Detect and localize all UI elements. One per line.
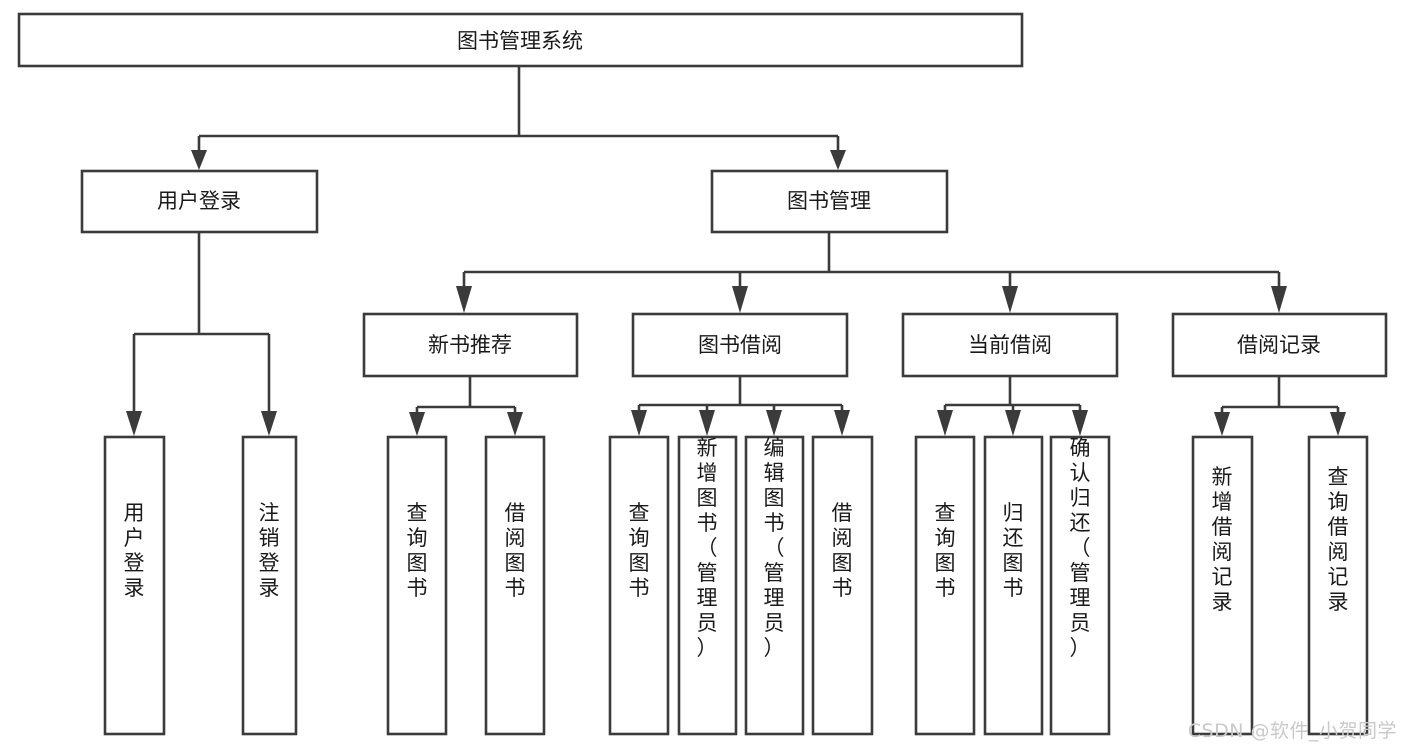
- node-book-management-label: 图书管理: [787, 189, 871, 213]
- connector-group: [126, 66, 1346, 436]
- leaf-query-book-2[interactable]: 查询图书: [608, 435, 670, 736]
- node-borrow-records-label: 借阅记录: [1237, 333, 1321, 357]
- leaf-user-login[interactable]: 用户登录: [103, 435, 166, 736]
- arrow-bookmgmt-borrow: [732, 286, 748, 313]
- leaf-query-book-3-label: 查询图书: [935, 501, 956, 600]
- arrow-borrow-leaf-2: [699, 410, 715, 436]
- node-current-borrow[interactable]: 当前借阅: [901, 312, 1119, 378]
- node-new-book-recommend[interactable]: 新书推荐: [362, 312, 579, 378]
- leaf-user-login-box[interactable]: [103, 435, 166, 736]
- leaf-edit-book-box[interactable]: [744, 435, 805, 736]
- arrow-login-leaf-1: [126, 411, 142, 436]
- leaf-confirm-return-label: 确认归还（管理员）: [1070, 436, 1091, 660]
- leaf-query-book-3-box[interactable]: [914, 435, 976, 736]
- node-new-book-recommend-label: 新书推荐: [428, 333, 512, 357]
- arrow-bookmgmt-newbook: [456, 286, 472, 313]
- leaf-user-logout[interactable]: 注销登录: [241, 435, 298, 736]
- leaf-borrow-book-1-box[interactable]: [484, 435, 546, 736]
- arrow-login-leaf-2: [261, 411, 277, 436]
- leaf-query-book-2-label: 查询图书: [629, 501, 650, 600]
- node-current-borrow-box[interactable]: [901, 312, 1119, 378]
- arrow-newbook-leaf-2: [507, 412, 523, 436]
- leaf-borrow-book-2-label: 借阅图书: [832, 501, 853, 600]
- leaf-confirm-return[interactable]: 确认归还（管理员）: [1049, 435, 1111, 736]
- leaf-query-record-label: 查询借阅记录: [1328, 465, 1349, 614]
- arrow-records-leaf-2: [1330, 412, 1346, 436]
- leaf-confirm-return-box[interactable]: [1049, 435, 1111, 736]
- node-borrow-records-box[interactable]: [1171, 312, 1388, 378]
- node-new-book-recommend-box[interactable]: [362, 312, 579, 378]
- leaf-return-book[interactable]: 归还图书: [983, 435, 1044, 736]
- leaf-borrow-book-1-label: 借阅图书: [505, 501, 526, 600]
- arrow-current-leaf-1: [937, 410, 953, 436]
- leaf-return-book-box[interactable]: [983, 435, 1044, 736]
- leaf-query-book-1-box[interactable]: [386, 435, 448, 736]
- node-root[interactable]: 图书管理系统: [17, 12, 1024, 68]
- node-current-borrow-label: 当前借阅: [968, 333, 1052, 357]
- arrow-root-to-login: [191, 150, 207, 170]
- leaf-user-logout-box[interactable]: [241, 435, 298, 736]
- node-root-label: 图书管理系统: [457, 29, 583, 53]
- arrow-borrow-leaf-4: [834, 410, 850, 436]
- node-book-management[interactable]: 图书管理: [710, 169, 949, 234]
- arrow-current-leaf-3: [1072, 410, 1088, 436]
- leaf-add-record-label: 新增借阅记录: [1212, 465, 1233, 614]
- node-book-borrow-label: 图书借阅: [698, 333, 782, 357]
- node-user-login[interactable]: 用户登录: [80, 169, 319, 234]
- leaf-query-book-3[interactable]: 查询图书: [914, 435, 976, 736]
- leaf-add-book-label: 新增图书（管理员）: [697, 436, 718, 660]
- node-book-borrow[interactable]: 图书借阅: [631, 312, 849, 378]
- leaf-user-logout-label: 注销登录: [259, 501, 280, 600]
- node-user-login-label: 用户登录: [157, 189, 241, 213]
- leaf-add-book-box[interactable]: [677, 435, 738, 736]
- arrow-root-to-bookmgmt: [830, 150, 846, 170]
- arrow-borrow-leaf-3: [766, 410, 782, 436]
- node-root-box[interactable]: [17, 12, 1024, 68]
- leaf-add-record[interactable]: 新增借阅记录: [1191, 435, 1254, 736]
- arrow-borrow-leaf-1: [631, 410, 647, 436]
- leaf-edit-book-label: 编辑图书（管理员）: [764, 436, 785, 660]
- leaf-query-record-box[interactable]: [1307, 435, 1369, 736]
- node-user-login-box[interactable]: [80, 169, 319, 234]
- arrow-newbook-leaf-1: [409, 412, 425, 436]
- leaf-query-book-1[interactable]: 查询图书: [386, 435, 448, 736]
- leaf-user-login-label: 用户登录: [124, 501, 145, 600]
- leaf-query-record[interactable]: 查询借阅记录: [1307, 435, 1369, 736]
- node-book-management-box[interactable]: [710, 169, 949, 234]
- arrow-bookmgmt-records: [1271, 286, 1287, 313]
- node-borrow-records[interactable]: 借阅记录: [1171, 312, 1388, 378]
- leaf-borrow-book-2[interactable]: 借阅图书: [811, 435, 874, 736]
- arrow-records-leaf-1: [1214, 412, 1230, 436]
- leaf-query-book-1-label: 查询图书: [407, 501, 428, 600]
- leaf-query-book-2-box[interactable]: [608, 435, 670, 736]
- watermark-text: CSDN @软件_小贺同学: [1187, 720, 1397, 742]
- leaf-add-book[interactable]: 新增图书（管理员）: [677, 435, 738, 736]
- leaf-edit-book[interactable]: 编辑图书（管理员）: [744, 435, 805, 736]
- arrow-bookmgmt-current: [1002, 286, 1018, 313]
- leaf-borrow-book-1[interactable]: 借阅图书: [484, 435, 546, 736]
- leaf-borrow-book-2-box[interactable]: [811, 435, 874, 736]
- arrow-current-leaf-2: [1005, 410, 1021, 436]
- leaf-return-book-label: 归还图书: [1003, 501, 1024, 600]
- leaf-add-record-box[interactable]: [1191, 435, 1254, 736]
- node-book-borrow-box[interactable]: [631, 312, 849, 378]
